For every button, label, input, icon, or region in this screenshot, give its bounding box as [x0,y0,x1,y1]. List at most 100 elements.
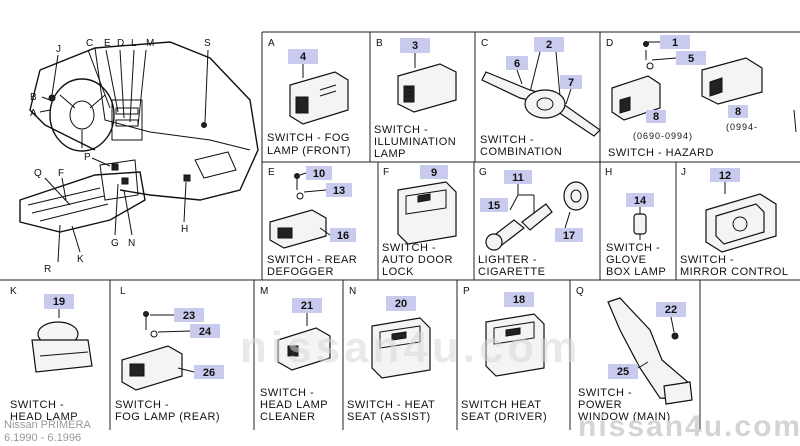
panel-m-part-number[interactable]: 21 [301,300,313,312]
cigarette-lighter-drawing [521,203,553,231]
brand-years: 6.1990 - 6.1996 [4,432,81,444]
panel-d-caption-line1: SWITCH - HAZARD [608,147,714,159]
panel-g-letter: G [479,167,487,178]
panel-e-letter: E [268,167,275,178]
panel-e-caption-line1: SWITCH - REAR [267,254,357,266]
panel-q-caption-line3: WINDOW (MAIN) [578,411,671,423]
panel-l-part-number-26[interactable]: 26 [203,367,215,379]
panel-q-part-number-22[interactable]: 22 [665,304,677,316]
panel-c-part-number-6[interactable]: 6 [514,58,520,70]
panel-g-part-number-11[interactable]: 11 [512,172,524,184]
panel-b-letter: B [376,38,383,49]
panel-h-caption-line3: BOX LAMP [606,266,666,278]
panel-f-caption-line1: SWITCH - [382,242,436,254]
overview-letter-k: K [77,254,84,265]
panel-a-caption-line2: LAMP (FRONT) [267,145,351,157]
panel-e-part-number-13[interactable]: 13 [333,185,345,197]
panel-a: A 4 SWITCH - FOG LAMP (FRONT) [267,38,351,157]
panel-m-caption-line3: CLEANER [260,411,315,423]
panel-grid [0,31,800,430]
watermark-center: nissan4u.com [240,323,581,372]
panel-a-part-number[interactable]: 4 [300,51,307,63]
rear-fog-lamp-switch-drawing [121,345,183,391]
head-lamp-cleaner-switch-drawing [277,327,331,371]
panel-p-part-number[interactable]: 18 [513,294,525,306]
panel-l-part-number-24[interactable]: 24 [199,326,212,338]
heat-seat-assist-switch-drawing [371,317,431,379]
panel-d-part-number-5[interactable]: 5 [688,53,694,65]
overview-letter-g: G [111,238,119,249]
panel-l: L 23 24 26 SWITCH - FOG LAMP (REAR) [115,286,224,423]
panel-e: E 10 13 16 SWITCH - REAR DEFOGGER [267,166,357,278]
panel-a-letter: A [268,38,275,49]
overview-letter-d: D [117,38,124,49]
panel-k-caption-line2: HEAD LAMP [10,411,78,423]
panel-p-letter: P [463,286,470,297]
panel-b-caption-line1: SWITCH - [374,124,428,136]
panel-j-part-number[interactable]: 12 [719,170,731,182]
panel-n-caption-line1: SWITCH - HEAT [347,399,435,411]
panel-q-letter: Q [576,286,584,297]
panel-n-part-number[interactable]: 20 [395,298,407,310]
panel-c-part-number-7[interactable]: 7 [568,77,574,89]
overview-letter-l: L [131,38,137,49]
auto-door-lock-switch-drawing [397,181,457,245]
overview-letter-n: N [128,238,135,249]
panel-h-letter: H [605,167,612,178]
panel-k-caption-line1: SWITCH - [10,399,64,411]
overview-letter-j: J [56,44,61,55]
panel-q-part-number-25[interactable]: 25 [617,366,629,378]
panel-e-part-number-16[interactable]: 16 [337,230,349,242]
panel-q-caption-line1: SWITCH - [578,387,632,399]
overview-letter-c: C [86,38,93,49]
overview-letter-h: H [181,224,188,235]
panel-a-callout-box [288,49,318,64]
panel-j-caption-line1: SWITCH - [680,254,734,266]
panel-c-part-number-2[interactable]: 2 [546,39,552,51]
panel-d-letter: D [606,38,613,49]
panel-c-caption-line2: COMBINATION [480,146,562,158]
panel-m-caption-line2: HEAD LAMP [260,399,328,411]
panel-k-part-number[interactable]: 19 [53,296,65,308]
panel-b-caption-line2: ILLUMINATION [374,136,456,148]
panel-e-part-number-10[interactable]: 10 [313,168,325,180]
panel-h-caption-line2: GLOVE [606,254,646,266]
panel-b-part-number[interactable]: 3 [412,40,418,52]
panel-f-letter: F [383,167,389,178]
panel-k: K 19 SWITCH - HEAD LAMP [10,286,93,423]
panel-n-caption-line2: SEAT (ASSIST) [347,411,431,423]
panel-j-caption-line2: MIRROR CONTROL [680,266,788,278]
overview-letter-s: S [204,38,211,49]
glove-box-lamp-switch-drawing [633,213,647,235]
overview-letter-b: B [30,92,37,103]
panel-m-caption-line1: SWITCH - [260,387,314,399]
panel-f-caption-line2: AUTO DOOR [382,254,453,266]
overview-letter-a: A [30,108,37,119]
dashboard-overview: J C E D L M S B A P Q F G N H R K [19,38,259,275]
panel-a-caption-line1: SWITCH - FOG [267,132,350,144]
panel-d-part-number-8-late[interactable]: 8 [735,106,741,118]
panel-j-letter: J [681,167,686,178]
panel-q-caption-line2: POWER [578,399,622,411]
panel-p-caption-line1: SWITCH HEAT [461,399,541,411]
panel-g-part-number-17[interactable]: 17 [563,230,575,242]
panel-n: N 20 SWITCH - HEAT SEAT (ASSIST) [347,286,435,423]
panel-l-caption-line2: FOG LAMP (REAR) [115,411,220,423]
panel-m: M 21 SWITCH - HEAD LAMP CLEANER [260,286,331,423]
panel-p: P 18 SWITCH HEAT SEAT (DRIVER) [461,286,547,423]
panel-b: B 3 SWITCH - ILLUMINATION LAMP [374,38,457,160]
overview-letter-q: Q [34,168,42,179]
panel-j: J 12 SWITCH - MIRROR CONTROL [680,167,788,278]
panel-e-caption-line2: DEFOGGER [267,266,334,278]
hazard-switch-late-drawing [701,57,763,105]
panel-d-part-number-1[interactable]: 1 [672,37,678,49]
panel-g-part-number-15[interactable]: 15 [488,200,500,212]
panel-d-part-number-8-early[interactable]: 8 [653,111,659,123]
panel-l-letter: L [120,286,126,297]
panel-f-part-number[interactable]: 9 [431,167,437,179]
panel-h-part-number[interactable]: 14 [634,195,647,207]
panel-l-caption-line1: SWITCH - [115,399,169,411]
overview-letter-m: M [146,38,154,49]
panel-h-caption-line1: SWITCH - [606,242,660,254]
panel-l-part-number-23[interactable]: 23 [183,310,195,322]
